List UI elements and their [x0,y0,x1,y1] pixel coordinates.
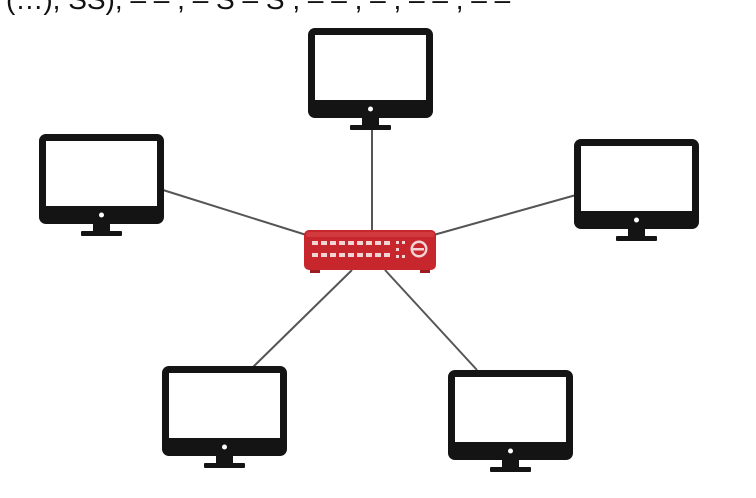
cable-to-computer-left [162,189,317,239]
cable-to-computer-right [429,194,577,237]
computer-left [39,134,164,236]
cable-to-computer-bottom-right [384,269,478,371]
computer-right [574,139,699,241]
computer-top [308,28,433,130]
desktop-monitor-icon [448,370,573,472]
desktop-monitor-icon [308,28,433,130]
desktop-monitor-icon [574,139,699,241]
cropped-header-text: (…), SS), – – , – S – S , – – , – , – – … [0,0,756,28]
desktop-monitor-icon [39,134,164,236]
cable-to-computer-bottom-left [251,269,353,369]
network-switch-icon [304,230,436,273]
network-switch [304,230,436,273]
desktop-monitor-icon [162,366,287,468]
header-text: (…), SS), – – , – S – S , – – , – , – – … [6,0,510,15]
computer-bottom-right [448,370,573,472]
computer-bottom-left [162,366,287,468]
cables [162,126,577,371]
